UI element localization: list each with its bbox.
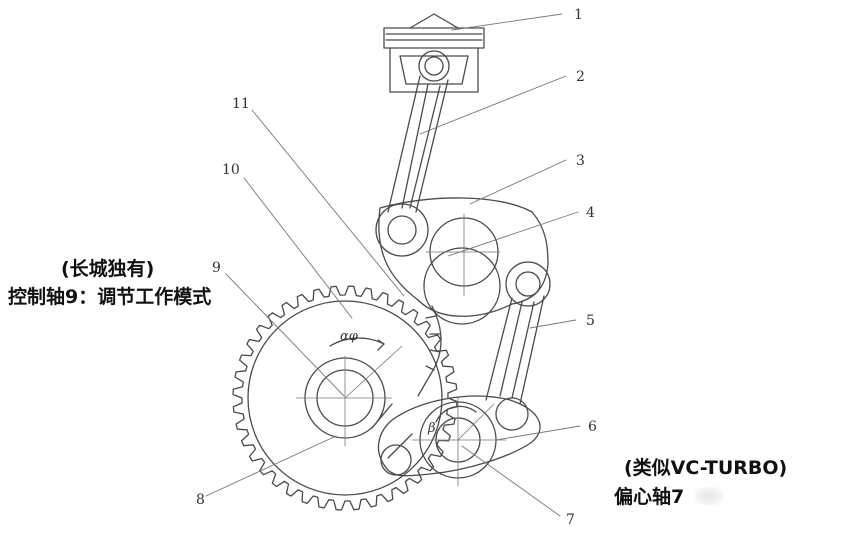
right-pin-boss	[505, 261, 551, 307]
label-2: 2	[576, 69, 585, 85]
label-11: 11	[232, 96, 250, 112]
label-8: 8	[196, 492, 205, 508]
eccentric-link	[377, 395, 541, 477]
centerlines	[295, 213, 507, 487]
label-6: 6	[588, 419, 597, 435]
label-5: 5	[586, 313, 595, 329]
label-1: 1	[574, 7, 583, 23]
label-4: 4	[586, 205, 595, 221]
upper-pin	[387, 215, 417, 245]
link-rod	[485, 295, 545, 405]
label-10: 10	[222, 162, 240, 178]
angle-arrow-alpha	[377, 339, 385, 351]
angle-arc-beta	[435, 405, 477, 423]
lower-left-pin	[380, 444, 412, 476]
annotation-vc-turbo-like: (类似VC-TURBO)	[624, 457, 788, 479]
angle-beta: β	[427, 421, 436, 436]
connecting-rod	[387, 75, 449, 213]
sector-gear	[417, 305, 442, 397]
label-7: 7	[566, 512, 575, 528]
label-9: 9	[212, 260, 221, 276]
upper-pin-boss	[375, 203, 429, 257]
annotation-eccentric-shaft: 偏心轴7	[614, 486, 685, 508]
watermark-blur	[694, 486, 724, 506]
label-3: 3	[576, 153, 585, 169]
angle-arc-alpha	[329, 337, 385, 347]
annotation-control-shaft: 控制轴9：调节工作模式	[8, 286, 212, 308]
link-pin	[495, 397, 529, 431]
leader-lines	[205, 13, 581, 517]
gear-inner-ring	[247, 300, 443, 496]
gear	[232, 285, 458, 511]
gear-teeth	[232, 285, 458, 511]
crank-lower	[423, 247, 501, 325]
lower-link	[371, 403, 413, 459]
piston	[383, 13, 485, 93]
annotation-great-wall-exclusive: (长城独有)	[61, 258, 155, 280]
angle-alpha-phi: αφ	[340, 329, 359, 344]
right-pin	[515, 271, 541, 297]
